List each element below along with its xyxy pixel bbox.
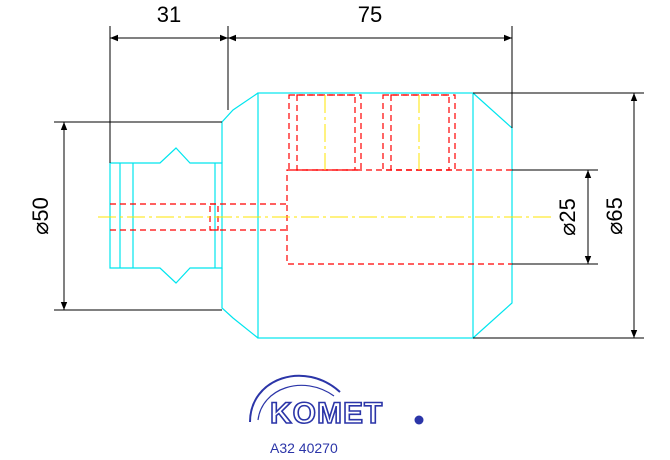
logo-arc-icon (249, 374, 341, 423)
part-number: A32 40270 (270, 440, 338, 456)
dim-label-dia65: ⌀65 (602, 197, 627, 235)
hidden-lines (110, 94, 512, 265)
dim-label-dia50: ⌀50 (28, 197, 53, 235)
front-chamfer (472, 92, 513, 339)
logo-dot-icon (414, 415, 424, 425)
part-outline (109, 92, 513, 339)
shank-outline (109, 147, 223, 284)
logo-wordmark: KOMET (270, 397, 383, 430)
center-lines (98, 95, 552, 218)
neck-outline (221, 92, 259, 339)
dim-label-31: 31 (157, 2, 181, 27)
dim-label-75: 75 (358, 2, 382, 27)
dim-label-dia25: ⌀25 (555, 198, 580, 236)
dimension-lines (54, 26, 644, 339)
body-outline (257, 92, 474, 339)
komet-logo: KOMET (249, 374, 424, 431)
